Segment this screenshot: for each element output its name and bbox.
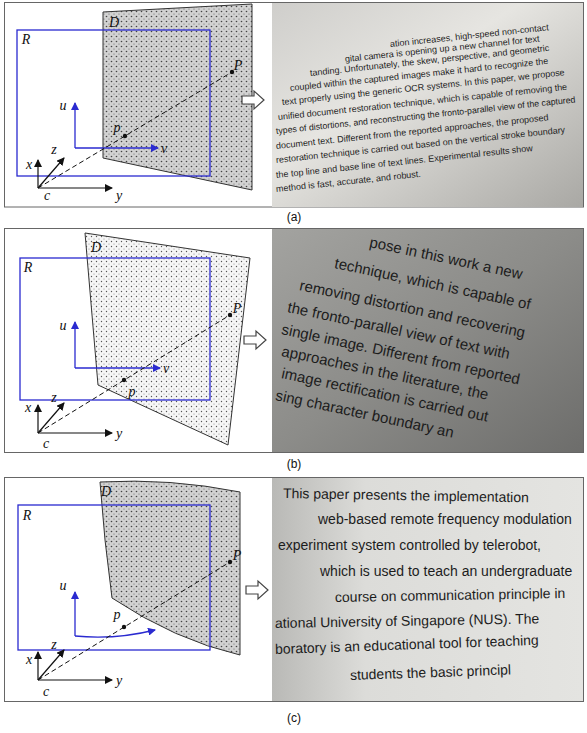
axis-label: P	[234, 59, 243, 73]
axis-label: D	[91, 241, 101, 255]
axis-label: P	[233, 302, 242, 316]
axis-label: u	[60, 579, 67, 593]
panel-label: (c)	[287, 712, 301, 724]
panel-label: (a)	[287, 211, 302, 223]
axis-label: y	[116, 427, 122, 441]
axis-label: x	[26, 158, 32, 172]
photo-text: which is used to teach an undergraduate	[320, 564, 572, 578]
axis-label: z	[51, 143, 56, 157]
axis-label: p	[114, 608, 121, 622]
photo-text: course on communication principle in	[335, 586, 566, 604]
axis-label: u	[60, 99, 67, 113]
axis-label: R	[22, 33, 31, 47]
axis-label: y	[116, 189, 122, 203]
axis-label: c	[43, 437, 49, 451]
axis-label: c	[44, 189, 50, 203]
photo-text: This paper presents the implementation	[283, 486, 529, 504]
axis-label: v	[161, 142, 167, 156]
axis-label: R	[23, 509, 32, 523]
photo-text: experiment system controlled by telerobo…	[278, 538, 541, 552]
axis-label: p	[114, 121, 121, 135]
axis-label: u	[60, 319, 67, 333]
axis-label: x	[25, 401, 31, 415]
axis-label: x	[26, 653, 32, 667]
axis-label: p	[129, 385, 136, 399]
axis-label: z	[51, 391, 56, 405]
axis-label: z	[51, 638, 56, 652]
axis-label: c	[43, 685, 49, 699]
axis-label: v	[163, 362, 169, 376]
axis-label: R	[24, 261, 33, 275]
axis-label: y	[116, 674, 122, 688]
axis-label: P	[233, 549, 242, 563]
panel-label: (b)	[287, 458, 302, 470]
axis-label: D	[109, 16, 119, 30]
photo-text: web-based remote frequency modulation	[318, 512, 572, 526]
axis-label: D	[101, 485, 111, 499]
